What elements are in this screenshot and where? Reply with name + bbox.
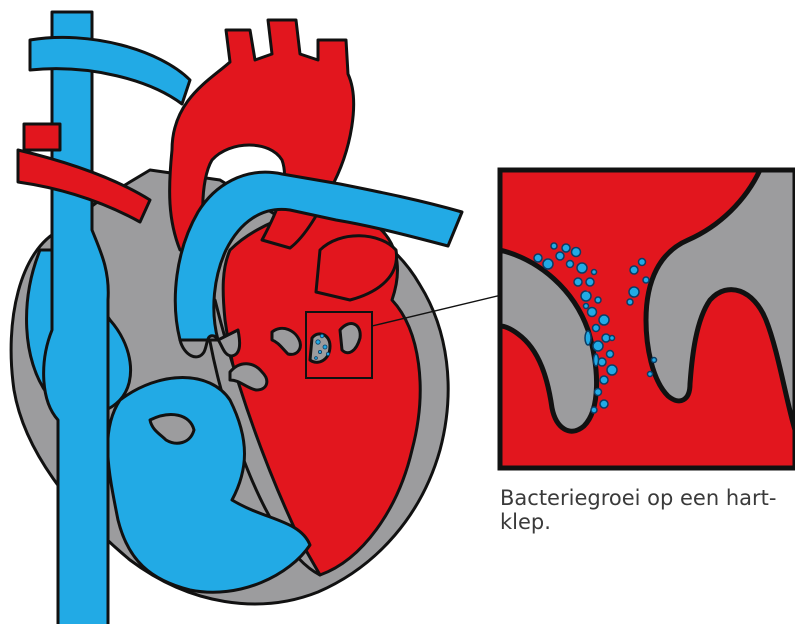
vena-cava (44, 12, 109, 624)
figure-caption: Bacteriegroei op een hart- klep. (500, 486, 790, 534)
caption-line-1: Bacteriegroei op een hart- (500, 486, 790, 510)
heart-valve-icon (500, 170, 795, 468)
caption-line-2: klep. (500, 510, 790, 534)
heart-cross-section-icon (11, 12, 462, 624)
pulmonary-vein-upper (24, 124, 60, 150)
